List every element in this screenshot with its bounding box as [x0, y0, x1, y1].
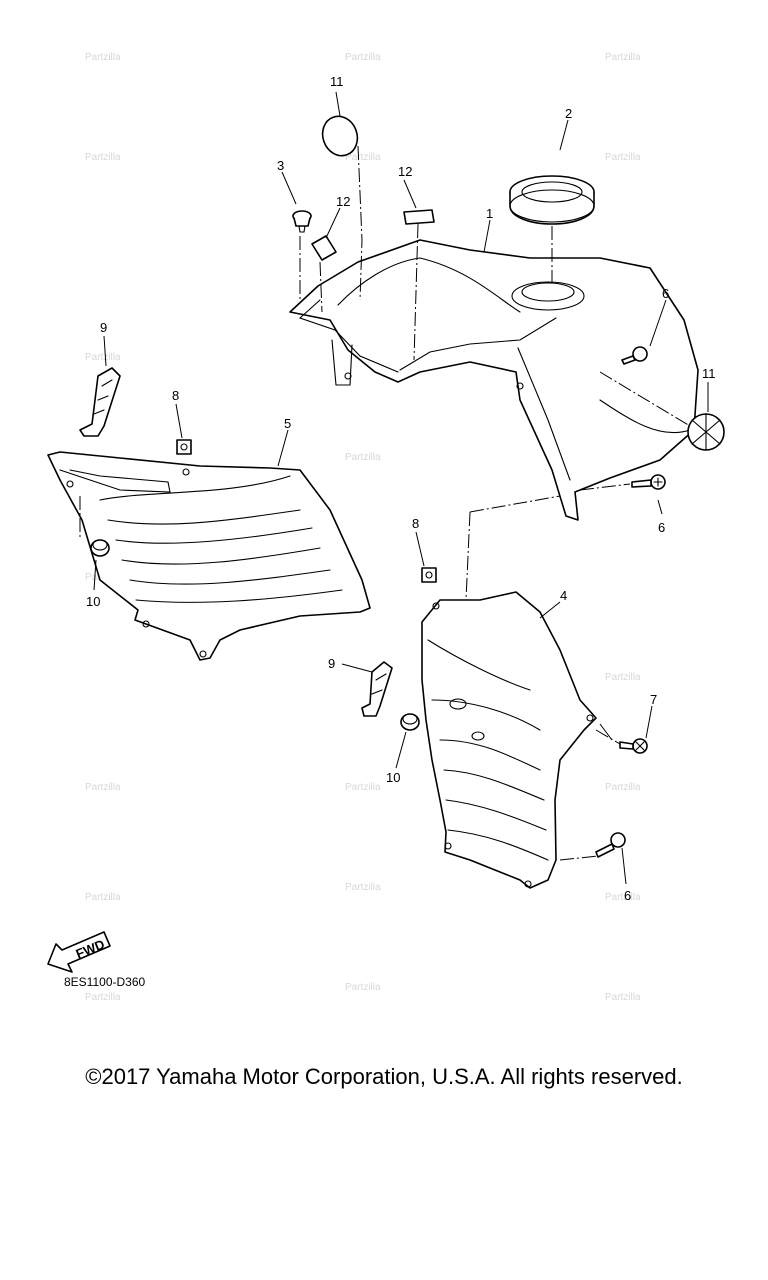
svg-text:Partzilla: Partzilla: [605, 672, 641, 683]
callout-7: 7: [650, 692, 657, 707]
svg-text:Partzilla: Partzilla: [345, 52, 381, 63]
callout-11-right: 11: [702, 366, 716, 381]
part-1-main-cover: [289, 239, 699, 521]
callout-4: 4: [560, 588, 567, 603]
part-11-seal-top: [321, 115, 359, 157]
callout-12-left: 12: [336, 194, 350, 209]
svg-text:Partzilla: Partzilla: [85, 152, 121, 163]
part-10-damper-right: [400, 713, 420, 731]
svg-text:Partzilla: Partzilla: [85, 892, 121, 903]
part-2-grommet: [509, 175, 595, 225]
copyright-notice: ©2017 Yamaha Motor Corporation, U.S.A. A…: [85, 1064, 683, 1089]
part-3-clip: [292, 210, 312, 233]
part-6-screw-top: [621, 346, 648, 365]
callout-9-lower: 9: [328, 656, 335, 671]
part-9-grip-upper: [79, 367, 121, 437]
part-8-nut-upper: [176, 439, 192, 455]
svg-text:Partzilla: Partzilla: [85, 352, 121, 363]
svg-text:Partzilla: Partzilla: [345, 452, 381, 463]
callout-1: 1: [486, 206, 493, 221]
callout-numbers: 1 2 3 4 5 6 6 6 7 8 8 9 9 10 10 11 11 12…: [86, 74, 716, 903]
parts-diagram: Partzilla Partzilla Partzilla Partzilla …: [47, 52, 725, 1000]
callout-9-upper: 9: [100, 320, 107, 335]
callout-6-middle: 6: [658, 520, 665, 535]
callout-6-top: 6: [662, 286, 669, 301]
part-12-pads: [311, 209, 435, 261]
drawing-code: 8ES1100-D360: [64, 975, 146, 989]
svg-text:Partzilla: Partzilla: [605, 782, 641, 793]
callout-10-right: 10: [386, 770, 400, 785]
part-6-screw-bottom: [595, 832, 626, 858]
svg-text:Partzilla: Partzilla: [345, 152, 381, 163]
callout-2: 2: [565, 106, 572, 121]
part-10-damper-left: [90, 539, 110, 557]
callout-11-top: 11: [330, 74, 344, 89]
callout-8-lower: 8: [412, 516, 419, 531]
svg-text:Partzilla: Partzilla: [605, 892, 641, 903]
svg-text:Partzilla: Partzilla: [85, 782, 121, 793]
svg-text:Partzilla: Partzilla: [605, 152, 641, 163]
part-8-nut-lower: [421, 567, 437, 583]
fwd-arrow-icon: FWD: [47, 931, 111, 973]
svg-text:Partzilla: Partzilla: [345, 882, 381, 893]
part-4-right-panel: [421, 591, 597, 889]
svg-text:Partzilla: Partzilla: [605, 992, 641, 1000]
callout-8-upper: 8: [172, 388, 179, 403]
callout-5: 5: [284, 416, 291, 431]
svg-text:Partzilla: Partzilla: [345, 982, 381, 993]
svg-text:Partzilla: Partzilla: [605, 52, 641, 63]
part-6-screw-middle: [631, 474, 666, 490]
callout-6-bottom: 6: [624, 888, 631, 903]
fwd-label: FWD: [74, 936, 107, 961]
part-5-left-panel: [47, 451, 371, 661]
part-7-screw: [619, 738, 648, 754]
svg-text:Partzilla: Partzilla: [345, 782, 381, 793]
callout-3: 3: [277, 158, 284, 173]
svg-text:Partzilla: Partzilla: [85, 992, 121, 1000]
svg-text:Partzilla: Partzilla: [85, 52, 121, 63]
callout-10-left: 10: [86, 594, 100, 609]
part-9-grip-lower: [361, 661, 393, 717]
part-11-cap-right: [687, 413, 725, 451]
callout-12-right: 12: [398, 164, 412, 179]
leader-lines: [79, 91, 709, 885]
